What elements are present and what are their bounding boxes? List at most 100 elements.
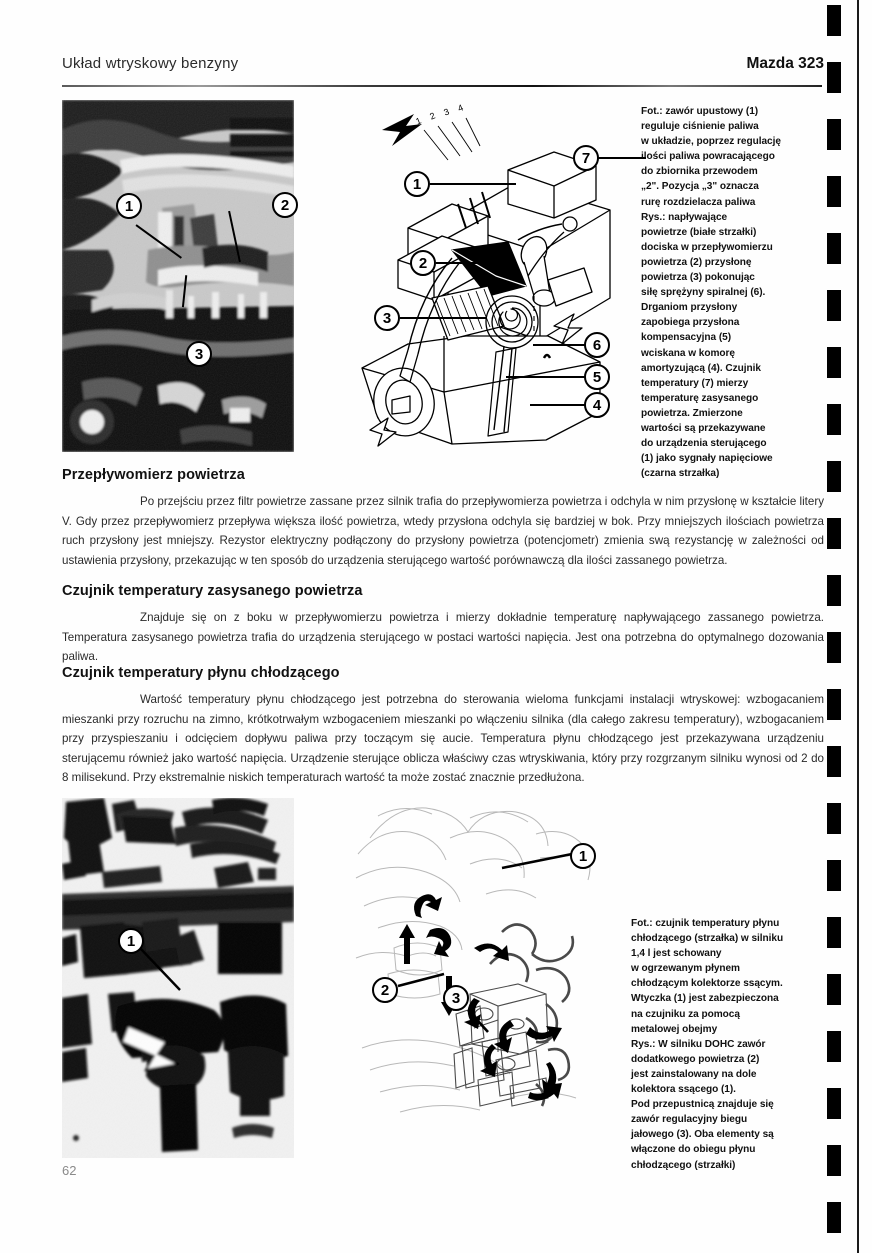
air-flow-meter-diagram: 1 2 3 4 [348, 100, 630, 452]
binding-mark [827, 689, 841, 720]
binding-mark [827, 917, 841, 948]
top-figure-caption: Fot.: zawór upustowy (1) reguluje ciśnie… [641, 104, 837, 481]
caption-line: Drganiom przysłony [641, 302, 738, 314]
callout-3: 3 [374, 305, 400, 331]
binding-mark [827, 347, 841, 378]
caption-line: jest zainstalowany na dole [631, 1068, 757, 1080]
callout-7: 7 [573, 145, 599, 171]
caption-line: jałowego (3). Oba elementy są [631, 1129, 774, 1141]
caption-line: chłodzącego (strzałki) [631, 1159, 736, 1171]
leader-line [430, 183, 516, 186]
bottom-figure-caption: Fot.: czujnik temperatury płynu chłodząc… [631, 916, 837, 1173]
engine-bay-photo [62, 100, 294, 452]
callout-1: 1 [118, 928, 144, 954]
callout-3: 3 [186, 341, 212, 367]
heading-coolant-temp-sensor: Czujnik temperatury płynu chłodzącego [62, 665, 340, 681]
paragraph-text: Po przejściu przez filtr powietrze zassa… [62, 495, 824, 567]
page-header: Układ wtryskowy benzyny Mazda 323 [62, 55, 824, 85]
caption-line: w ogrzewanym płynem [631, 963, 740, 975]
caption-line: w układzie, poprzez regulację [641, 136, 781, 148]
caption-line: temperaturę zasysanego [641, 392, 759, 404]
caption-line: wartości są przekazywane [641, 422, 766, 434]
photo-content [62, 798, 294, 1158]
caption-line: metalowej obejmy [631, 1023, 718, 1035]
caption-line: zawór regulacyjny biegu [631, 1114, 748, 1126]
leader-line [533, 344, 586, 347]
caption-line: temperatury (7) mierzy [641, 377, 749, 389]
paragraph-air-flow-meter: Po przejściu przez filtr powietrze zassa… [62, 492, 824, 570]
paragraph-coolant-temp-sensor: Wartość temperatury płynu chłodzącego je… [62, 690, 824, 788]
binding-mark [827, 1145, 841, 1176]
binding-mark [827, 632, 841, 663]
binding-mark [827, 119, 841, 150]
caption-line: wciskana w komorę [641, 347, 735, 359]
diagram-content [361, 114, 611, 447]
caption-line: chłodzącym kolektorze ssącym. [631, 978, 783, 990]
binding-mark [827, 518, 841, 549]
callout-2: 2 [272, 192, 298, 218]
binding-mark [827, 5, 841, 36]
photo-content [62, 100, 294, 452]
heading-intake-air-temp-sensor: Czujnik temperatury zasysanego powietrza [62, 583, 363, 599]
diagram-content [355, 807, 593, 1113]
binding-mark [827, 1088, 841, 1119]
caption-line: reguluje ciśnienie paliwa [641, 121, 759, 133]
binding-mark [827, 974, 841, 1005]
binding-mark [827, 803, 841, 834]
caption-line: 1,4 l jest schowany [631, 948, 722, 960]
caption-line: Fot.: czujnik temperatury płynu [631, 918, 780, 929]
caption-line: kompensacyjna (5) [641, 332, 732, 344]
paragraph-intake-air-temp-sensor: Znajduje się on z boku w przepływomierzu… [62, 608, 824, 667]
caption-line: (1) jako sygnały napięciowe [641, 453, 773, 465]
callout-2: 2 [372, 977, 398, 1003]
binding-mark [827, 1202, 841, 1233]
caption-line: (czarna strzałka) [641, 468, 720, 480]
binding-mark [827, 461, 841, 492]
coolant-temperature-sensor-photo [62, 798, 294, 1158]
header-divider [62, 85, 822, 87]
leader-line [400, 317, 486, 320]
dohc-intake-manifold-diagram [350, 798, 630, 1158]
caption-line: chłodzącego (strzałka) w silniku [631, 933, 784, 945]
caption-line: powietrza. Zmierzone [641, 407, 743, 419]
section-title: Układ wtryskowy benzyny [62, 55, 239, 72]
caption-line: powietrze (białe strzałki) [641, 226, 757, 238]
caption-line: kolektora ssącego (1). [631, 1084, 736, 1096]
page-edge-line [857, 0, 859, 1253]
caption-line: siłę sprężyny spiralnej (6). [641, 287, 766, 299]
caption-line: do urządzenia sterującego [641, 438, 767, 450]
binding-mark [827, 62, 841, 93]
caption-line: do zbiornika przewodem [641, 166, 758, 178]
page-number: 62 [62, 1163, 77, 1178]
binding-mark [827, 404, 841, 435]
callout-6: 6 [584, 332, 610, 358]
binding-mark [827, 1031, 841, 1062]
callout-2: 2 [410, 250, 436, 276]
binding-mark [827, 233, 841, 264]
caption-line: powietrza (2) przysłonę [641, 256, 752, 268]
caption-line: Wtyczka (1) jest zabezpieczona [631, 993, 779, 1005]
caption-line: Fot.: zawór upustowy (1) [641, 106, 759, 117]
binding-mark [827, 290, 841, 321]
callout-4: 4 [584, 392, 610, 418]
caption-line: Rys.: napływające [641, 211, 728, 223]
leader-line [506, 376, 586, 379]
caption-line: amortyzującą (4). Czujnik [641, 362, 761, 374]
caption-line: ilości paliwa powracającego [641, 151, 775, 163]
callout-1: 1 [404, 171, 430, 197]
paragraph-text: Znajduje się on z boku w przepływomierzu… [62, 611, 824, 664]
caption-line: rurę rozdzielacza paliwa [641, 196, 756, 208]
caption-line: „2". Pozycja „3" oznacza [641, 181, 759, 193]
callout-1: 1 [116, 193, 142, 219]
leader-line [436, 262, 498, 265]
binding-mark [827, 176, 841, 207]
binding-mark [827, 575, 841, 606]
binding-mark [827, 860, 841, 891]
leader-line [578, 157, 646, 160]
caption-line: włączone do obiegu płynu [631, 1144, 756, 1156]
caption-line: Pod przepustnicą znajduje się [631, 1099, 774, 1111]
callout-3: 3 [443, 985, 469, 1011]
caption-line: na czujniku za pomocą [631, 1008, 740, 1020]
heading-air-flow-meter: Przepływomierz powietrza [62, 467, 245, 483]
callout-1: 1 [570, 843, 596, 869]
